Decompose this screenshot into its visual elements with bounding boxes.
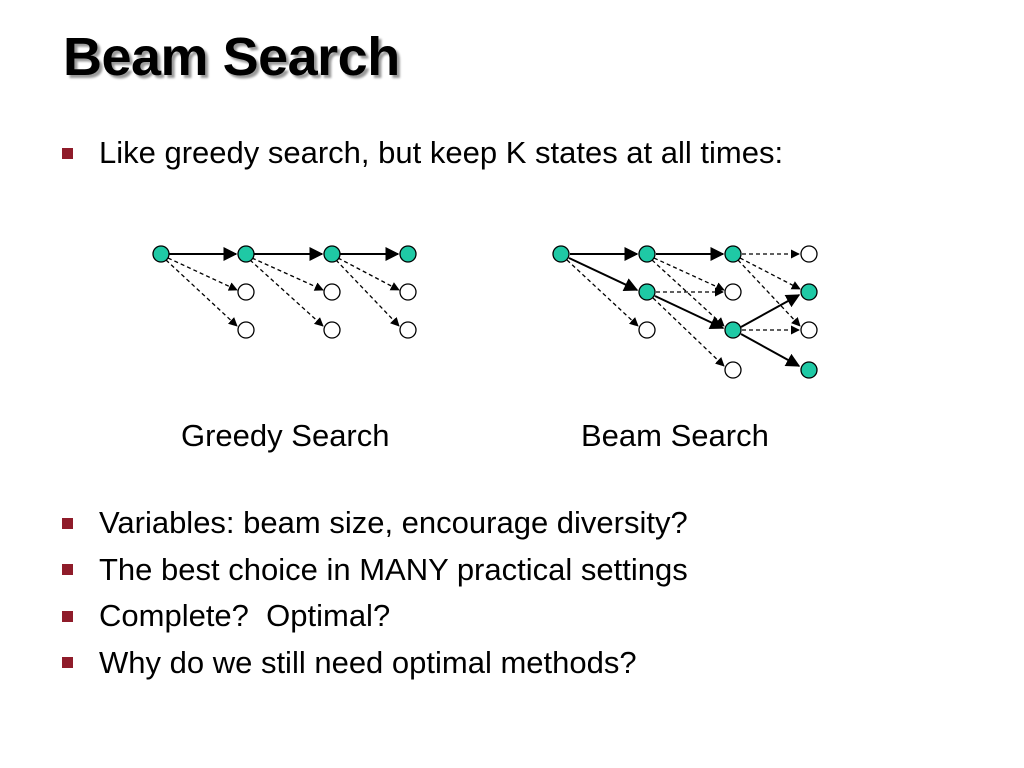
greedy-edge-pruned [167,257,238,291]
greedy-node-pruned [237,321,255,339]
beam-search-caption: Beam Search [581,418,769,453]
beam-edge-pruned [652,297,725,367]
greedy-node-pruned [323,321,341,339]
bullet-item: Complete? Optimal? [62,593,688,640]
bullet-text: Why do we still need optimal methods? [99,644,637,680]
beam-edge-pruned [651,259,725,327]
beam-node-selected [638,283,656,301]
beam-edge-selected [740,294,801,328]
beam-node-pruned [724,283,742,301]
bullet-square-icon [62,147,73,159]
greedy-search-diagram [152,245,417,339]
greedy-edge-pruned [337,257,400,291]
greedy-node-selected [323,245,341,263]
greedy-search-caption: Greedy Search [181,418,390,453]
beam-edge-pruned [566,259,639,327]
beam-node-pruned [724,361,742,379]
beam-node-pruned [800,245,818,263]
bullet-text: Like greedy search, but keep K states at… [99,135,784,171]
bullet-item: Variables: beam size, encourage diversit… [62,500,688,547]
greedy-node-pruned [399,283,417,301]
beam-edge-pruned [739,257,801,290]
beam-node-selected [800,283,818,301]
beam-edge-pruned [653,257,725,291]
bullet-square-icon [62,657,73,669]
beam-edge-pruned [737,259,801,327]
greedy-node-selected [237,245,255,263]
bullet-list-top: Like greedy search, but keep K states at… [62,130,783,177]
greedy-node-selected [152,245,170,263]
bullet-square-icon [62,564,73,576]
bullet-list-bottom: Variables: beam size, encourage diversit… [62,500,688,686]
greedy-edge-pruned [335,259,400,327]
greedy-node-pruned [323,283,341,301]
beam-search-diagram [552,245,818,379]
beam-node-pruned [800,321,818,339]
beam-edge-selected [568,257,639,291]
bullet-square-icon [62,610,73,622]
greedy-node-pruned [237,283,255,301]
slide-title: Beam Search [63,27,400,87]
beam-node-selected [800,361,818,379]
greedy-edge-pruned [165,259,238,327]
greedy-node-pruned [399,321,417,339]
beam-node-selected [638,245,656,263]
greedy-edge-pruned [251,257,324,291]
bullet-text: Complete? Optimal? [99,598,391,634]
bullet-item: Why do we still need optimal methods? [62,640,688,687]
beam-node-selected [724,321,742,339]
bullet-text: The best choice in MANY practical settin… [99,551,688,587]
beam-node-selected [552,245,570,263]
bullet-text: Variables: beam size, encourage diversit… [99,505,688,541]
beam-node-selected [724,245,742,263]
bullet-item: Like greedy search, but keep K states at… [62,130,783,177]
greedy-node-selected [399,245,417,263]
beam-node-pruned [638,321,656,339]
bullet-item: The best choice in MANY practical settin… [62,547,688,594]
bullet-square-icon [62,517,73,529]
beam-edge-selected [654,295,725,329]
greedy-edge-pruned [249,259,324,327]
beam-edge-selected [740,333,801,367]
